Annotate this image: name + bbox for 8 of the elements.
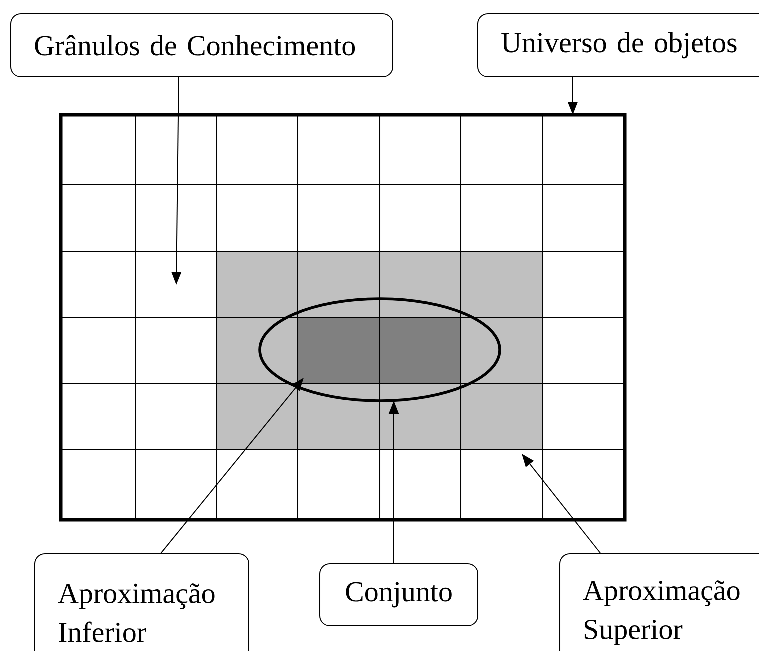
callout-box: Aproximação Superior [560,554,759,651]
callout-box: Grânulos de Conhecimento [10,14,394,78]
callout-box: Universo de objetos [478,14,759,78]
callout-box: Conjunto [320,564,478,626]
set-ellipse [258,298,502,402]
region [298,318,461,384]
callout-box: Aproximação Inferior [34,554,250,651]
granule-cell [136,252,218,318]
